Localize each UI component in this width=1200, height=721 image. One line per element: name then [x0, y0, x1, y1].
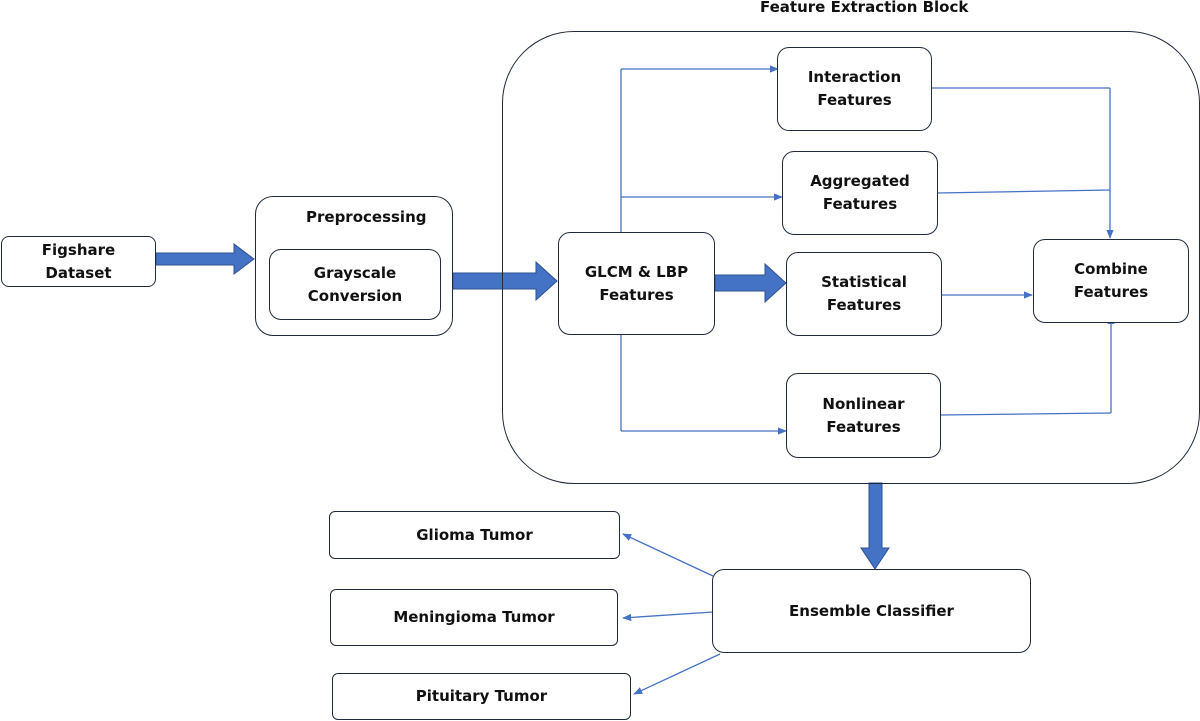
thick-arrow-glcm-to-statistical — [714, 262, 787, 304]
thick-arrow-dataset-to-preprocessing — [155, 243, 255, 275]
connector-nonlinear-out — [940, 412, 1112, 416]
glcm-lbp-features-node: GLCM & LBP Features — [558, 232, 715, 335]
connector-ensemble-to-glioma — [622, 533, 714, 577]
glioma-tumor-node: Glioma Tumor — [329, 511, 620, 559]
ensemble-classifier-node: Ensemble Classifier — [712, 569, 1031, 653]
feature-extraction-block-title: Feature Extraction Block — [760, 0, 969, 16]
connector-aggregated-out — [936, 189, 1111, 194]
connector-ensemble-to-pituitary — [633, 653, 721, 695]
combine-features-node: Combine Features — [1033, 239, 1189, 323]
pituitary-tumor-node: Pituitary Tumor — [332, 673, 631, 720]
interaction-features-node: Interaction Features — [777, 47, 932, 131]
thick-arrow-preprocessing-to-glcm — [452, 260, 558, 302]
figshare-dataset-node: Figshare Dataset — [1, 236, 156, 287]
nonlinear-features-node: Nonlinear Features — [786, 373, 941, 458]
preprocessing-block — [255, 196, 453, 336]
thick-arrow-block-to-ensemble — [860, 482, 890, 570]
preprocessing-title: Preprocessing — [306, 208, 427, 226]
meningioma-tumor-node: Meningioma Tumor — [330, 589, 618, 646]
grayscale-conversion-node: Grayscale Conversion — [269, 249, 441, 320]
statistical-features-node: Statistical Features — [786, 252, 942, 336]
connector-ensemble-to-meningioma — [622, 611, 714, 622]
aggregated-features-node: Aggregated Features — [782, 151, 938, 235]
